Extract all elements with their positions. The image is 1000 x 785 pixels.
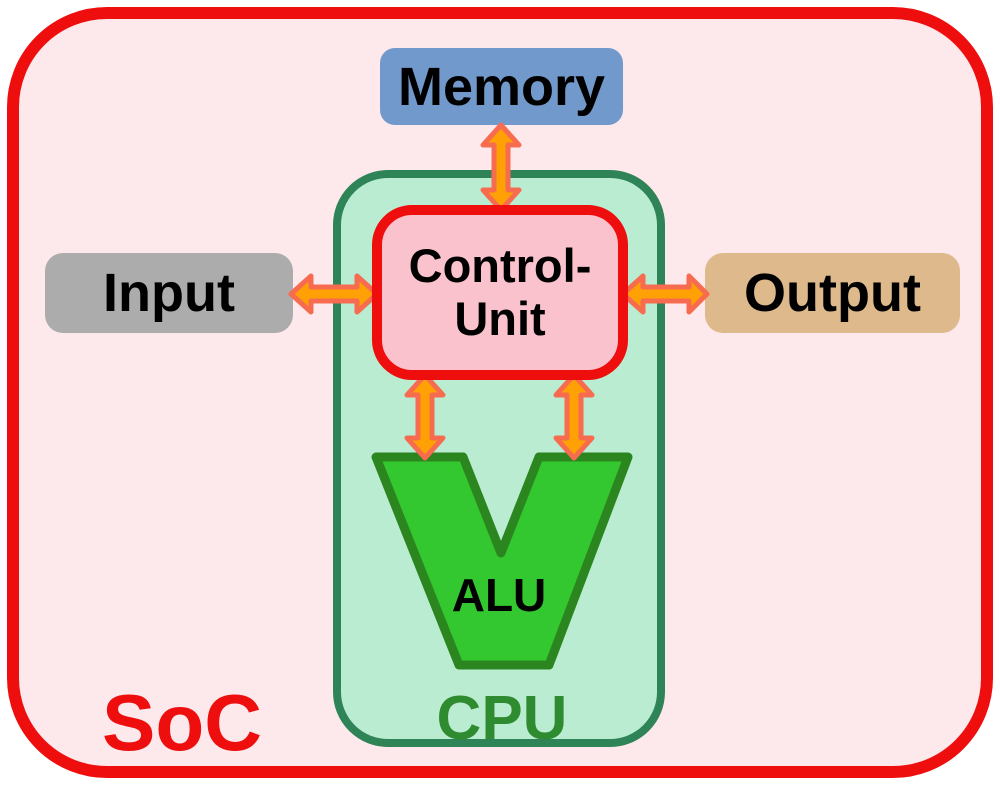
input-block: Input (45, 253, 293, 333)
input-label: Input (103, 263, 235, 323)
memory-block: Memory (380, 48, 623, 125)
alu-label: ALU (451, 569, 547, 621)
memory-label: Memory (397, 56, 606, 117)
output-block: Output (705, 253, 960, 333)
control-unit-block: Control- Unit (372, 205, 628, 380)
soc-label: SoC (102, 678, 262, 767)
output-label: Output (744, 263, 921, 323)
control-unit-label-line1: Control- (408, 238, 592, 292)
cpu-label: CPU (436, 684, 568, 753)
control-unit-label-line2: Unit (454, 291, 546, 345)
